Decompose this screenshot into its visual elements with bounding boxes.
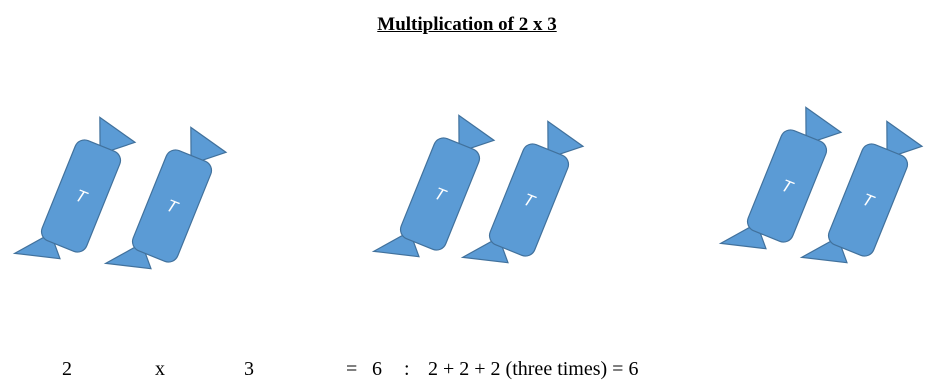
equation-operator: x	[155, 358, 165, 380]
equation-equals: =	[346, 358, 357, 380]
equation-operand-b: 3	[244, 358, 254, 380]
equation-operand-a: 2	[62, 358, 72, 380]
equation-colon: :	[404, 358, 410, 380]
candy-1-1: T	[15, 107, 139, 280]
candy-group-3: T T	[721, 97, 926, 284]
equation-explanation: 2 + 2 + 2 (three times) = 6	[428, 358, 638, 380]
equation-result: 6	[372, 358, 382, 380]
candy-group-1: T T	[15, 107, 230, 290]
candy-group-2: T T	[374, 105, 587, 284]
